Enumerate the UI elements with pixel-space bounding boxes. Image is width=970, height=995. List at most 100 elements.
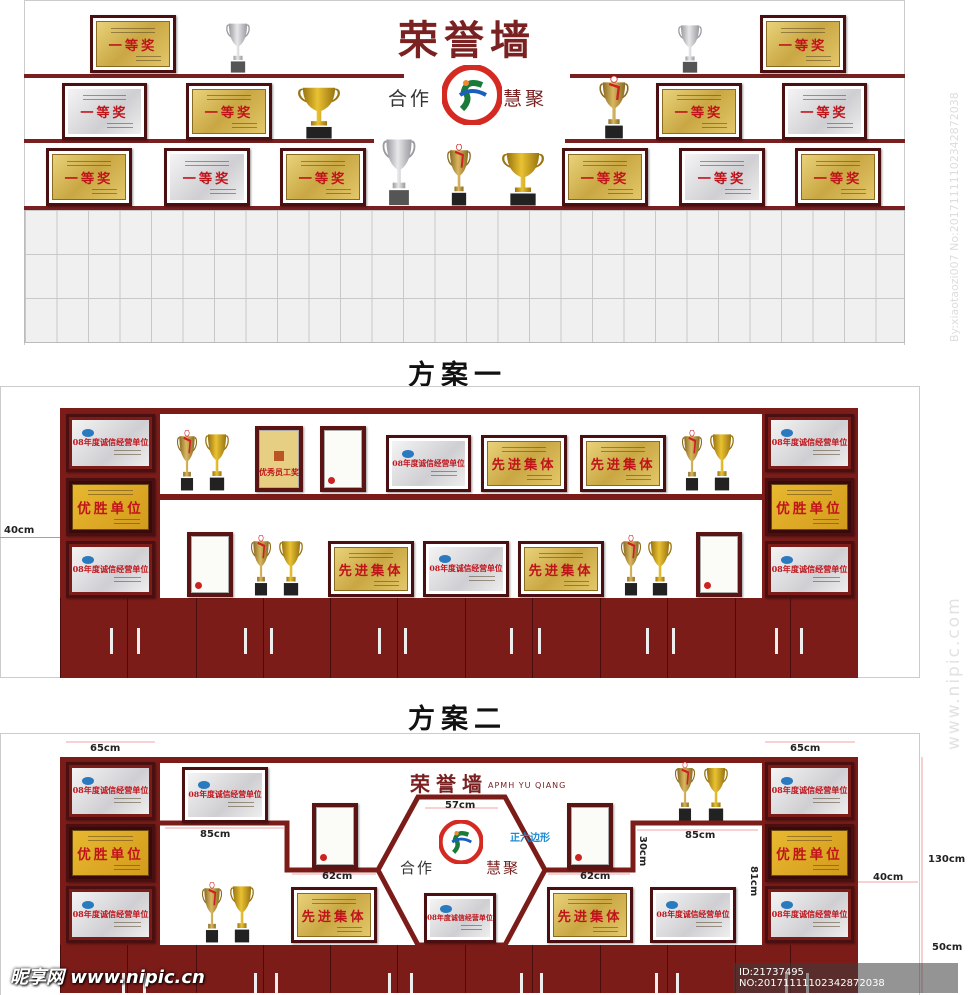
- plaque-heading: 08年度诚信经营单位: [392, 458, 465, 468]
- honesty-plaque: 08年度诚信经营单位: [66, 414, 155, 472]
- gold-award-plaque: 一等奖: [90, 15, 176, 73]
- plaque-heading: 08年度诚信经营单位: [72, 563, 149, 574]
- dimension-label: 65cm: [790, 743, 821, 754]
- plaque-face: 一等奖: [192, 89, 266, 134]
- trophy-silver-icon: [382, 139, 416, 206]
- seal-icon: [195, 582, 202, 589]
- plaque-face: 一等奖: [52, 154, 126, 200]
- cabinet-door-divider: [465, 598, 466, 678]
- cabinet-door-divider: [196, 945, 197, 993]
- winner-plaque: 优胜单位: [66, 824, 155, 882]
- cabinet-door-divider: [196, 598, 197, 678]
- honesty-plaque: 08年度诚信经营单位: [182, 767, 268, 823]
- plaque-heading: 一等奖: [580, 171, 630, 187]
- plaque-fine-print: [301, 160, 345, 166]
- certificate: [567, 803, 613, 869]
- plaque-heading: 先进集体: [528, 563, 594, 579]
- plaque-heading: 08年度诚信经营单位: [72, 908, 149, 919]
- school-logo-icon: [442, 65, 502, 125]
- plaque-heading: 一等奖: [182, 171, 232, 187]
- seal-icon: [328, 477, 335, 484]
- cabinet-door-divider: [465, 945, 466, 993]
- plaque-fine-print: [787, 490, 832, 495]
- gold-award-plaque: 一等奖: [760, 15, 846, 73]
- company-logo-icon: [666, 901, 678, 909]
- plaque-fine-print: [840, 188, 866, 194]
- certificate-page: [191, 536, 229, 593]
- plaque-face: 优胜单位: [771, 484, 848, 530]
- dimension-label: 40cm: [4, 525, 35, 536]
- cabinet-door-divider: [263, 598, 264, 678]
- plaque-fine-print: [563, 580, 589, 586]
- trophy-gold-icon: [205, 434, 229, 491]
- dimension-label: 85cm: [685, 830, 716, 841]
- honesty-plaque: 08年度诚信经营单位: [765, 541, 854, 598]
- plaque-heading: 先进集体: [338, 563, 404, 579]
- plaque-fine-print: [228, 802, 254, 807]
- advanced-collective-plaque: 先进集体: [518, 541, 604, 597]
- dimension-line: [0, 537, 60, 538]
- shelf: [24, 206, 905, 210]
- honesty-plaque: 08年度诚信经营单位: [765, 886, 854, 943]
- seal-icon: [704, 582, 711, 589]
- cabinet-handle: [520, 973, 523, 993]
- company-logo-icon: [781, 555, 793, 564]
- company-logo-icon: [439, 555, 451, 563]
- cabinet-handle: [378, 628, 381, 654]
- plaque-fine-print: [114, 450, 141, 455]
- certificate: [696, 532, 742, 597]
- plaque-face: 一等奖: [286, 154, 360, 200]
- company-logo-icon: [82, 555, 94, 564]
- hexagon-label: 正六边形: [510, 833, 550, 844]
- plaque-heading: 优胜单位: [776, 847, 843, 863]
- plaque-fine-print: [113, 519, 140, 524]
- plaque-heading: 一等奖: [108, 38, 158, 54]
- trophy-red-icon: [447, 144, 471, 206]
- plaque-fine-print: [82, 95, 127, 100]
- plaque-heading: 一等奖: [813, 171, 863, 187]
- plaque-heading: 一等奖: [64, 171, 114, 187]
- plaque-face: 08年度诚信经营单位: [188, 773, 262, 817]
- shelf: [24, 139, 374, 143]
- advanced-collective-plaque: 先进集体: [328, 541, 414, 597]
- cabinet-handle: [540, 973, 543, 993]
- plaque-fine-print: [701, 123, 727, 128]
- trophy-gold-icon: [648, 541, 672, 596]
- trophy-gold-icon: [298, 87, 340, 139]
- trophy-gold-icon: [704, 768, 728, 821]
- plaque-face: 08年度诚信经营单位: [771, 420, 848, 466]
- plaque-heading: 一等奖: [674, 106, 724, 121]
- plaque-fine-print: [583, 160, 627, 166]
- plaque-fine-print: [827, 123, 853, 128]
- plaque-fine-print: [373, 580, 399, 586]
- plaque-fine-print: [601, 447, 645, 452]
- cabinet-handle: [646, 628, 649, 654]
- dimension-label: 57cm: [445, 800, 476, 811]
- plaque-fine-print: [312, 898, 356, 904]
- plaque-fine-print: [699, 160, 745, 166]
- advanced-collective-plaque: 先进集体: [580, 435, 666, 492]
- wall-title: 荣誉墙: [398, 17, 536, 64]
- plaque-fine-print: [113, 865, 140, 870]
- cabinet-door-divider: [667, 945, 668, 993]
- cabinet-handle: [676, 973, 679, 993]
- certificate: [312, 803, 358, 869]
- plaque-face: 一等奖: [170, 154, 244, 200]
- plaque-fine-print: [325, 188, 351, 194]
- cabinet-handle: [510, 628, 513, 654]
- certificate-page: [571, 807, 609, 865]
- plaque-heading: 08年度诚信经营单位: [429, 564, 503, 573]
- plaque-fine-print: [210, 188, 236, 194]
- plaque-fine-print: [114, 576, 141, 582]
- scheme2-heading: 方案二: [408, 704, 507, 735]
- plaque-fine-print: [67, 160, 111, 166]
- slogan-left: 合作: [400, 859, 435, 877]
- plaque-face: 一等奖: [766, 21, 840, 67]
- advanced-collective-plaque: 先进集体: [481, 435, 567, 492]
- employee-award-certificate: 优秀员工奖: [255, 426, 303, 492]
- wall-title: 荣誉墙: [410, 772, 488, 796]
- cabinet-door-divider: [790, 598, 791, 678]
- plaque-face: 08年度诚信经营单位: [72, 547, 149, 592]
- plaque-heading: 优胜单位: [77, 501, 144, 517]
- company-logo-icon: [198, 781, 210, 789]
